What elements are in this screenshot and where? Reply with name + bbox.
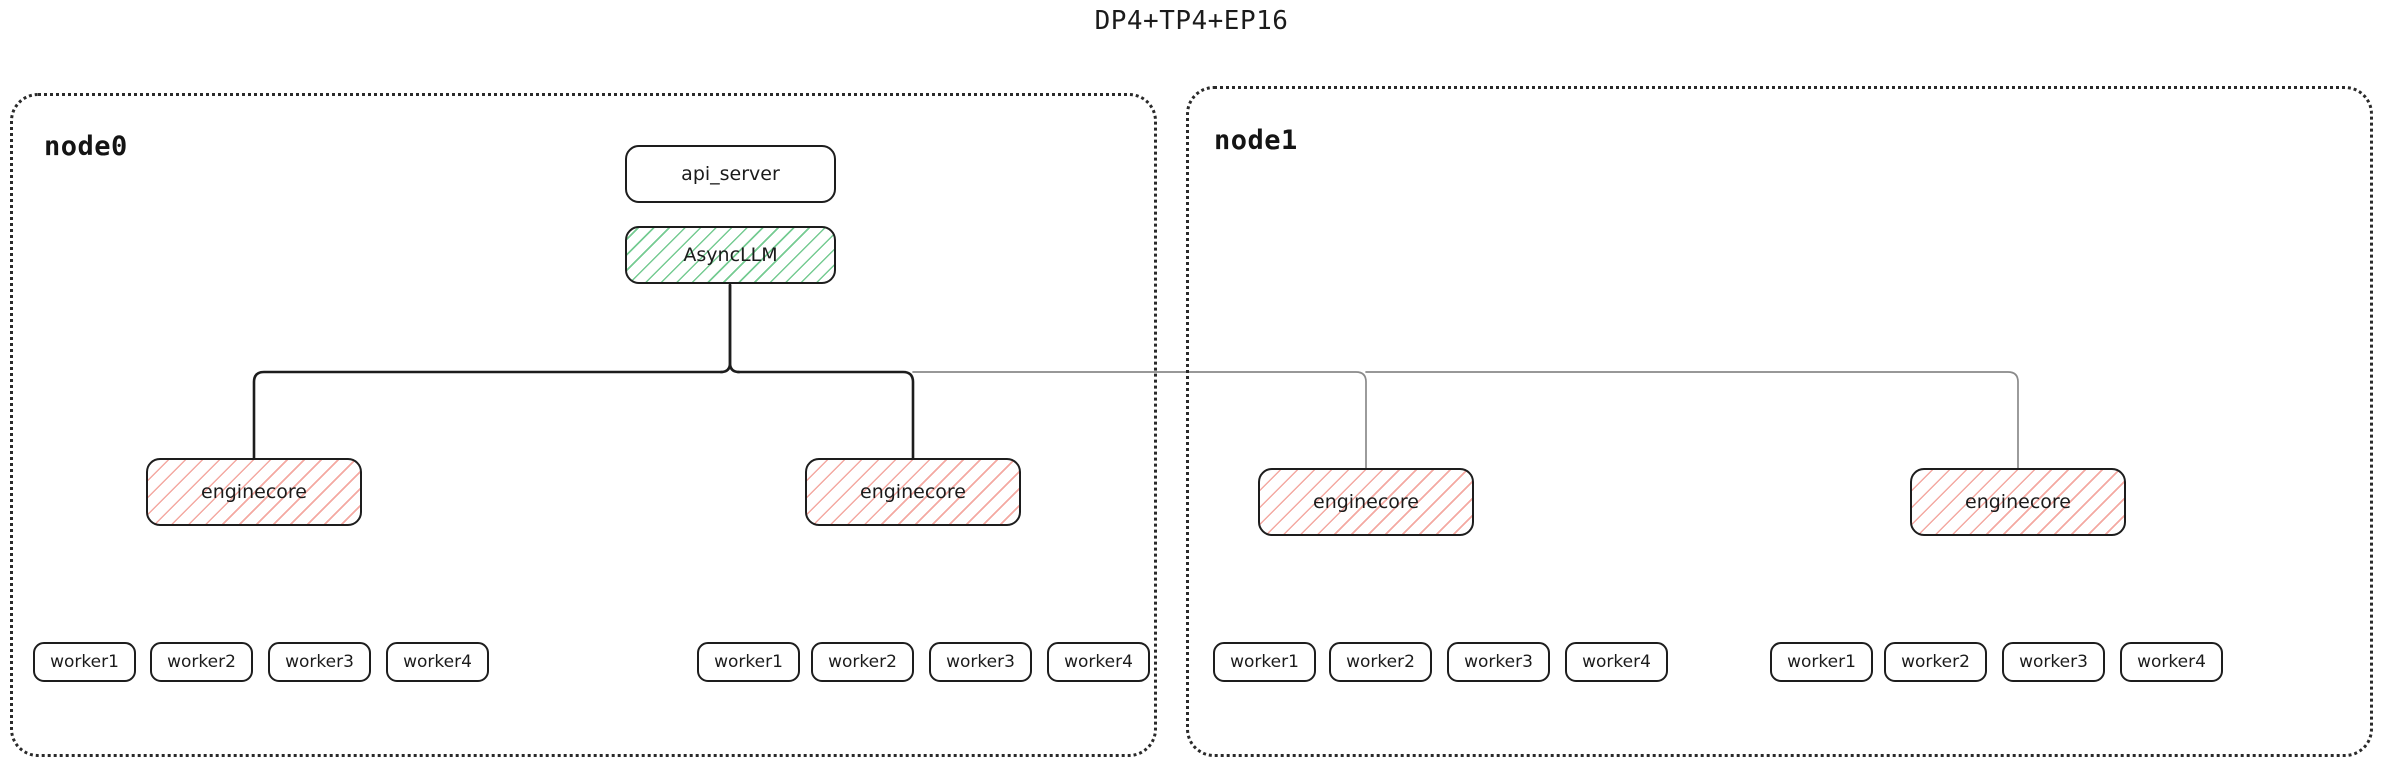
worker-box[interactable]: worker1	[697, 642, 800, 682]
worker-label: worker1	[1787, 652, 1856, 672]
worker-box[interactable]: worker1	[33, 642, 136, 682]
worker-label: worker4	[403, 652, 472, 672]
worker-box[interactable]: worker3	[2002, 642, 2105, 682]
worker-label: worker1	[714, 652, 783, 672]
worker-label: worker3	[2019, 652, 2088, 672]
worker-label: worker2	[1346, 652, 1415, 672]
worker-label: worker4	[1582, 652, 1651, 672]
node-label-node0: node0	[44, 131, 128, 162]
worker-box[interactable]: worker2	[150, 642, 253, 682]
worker-label: worker4	[1064, 652, 1133, 672]
worker-box[interactable]: worker1	[1770, 642, 1873, 682]
worker-box[interactable]: worker2	[811, 642, 914, 682]
worker-label: worker2	[828, 652, 897, 672]
enginecore-label: enginecore	[1965, 491, 2071, 513]
enginecore-box-2[interactable]: enginecore	[1258, 468, 1474, 536]
enginecore-box-3[interactable]: enginecore	[1910, 468, 2126, 536]
worker-box[interactable]: worker3	[929, 642, 1032, 682]
enginecore-box-0[interactable]: enginecore	[146, 458, 362, 526]
page-title: DP4+TP4+EP16	[1094, 6, 1289, 36]
worker-box[interactable]: worker2	[1884, 642, 1987, 682]
enginecore-box-1[interactable]: enginecore	[805, 458, 1021, 526]
worker-box[interactable]: worker4	[1047, 642, 1150, 682]
node-container-node1	[1186, 86, 2373, 757]
worker-box[interactable]: worker2	[1329, 642, 1432, 682]
api-server-label: api_server	[681, 163, 780, 185]
worker-label: worker1	[50, 652, 119, 672]
worker-box[interactable]: worker4	[386, 642, 489, 682]
worker-label: worker2	[1901, 652, 1970, 672]
enginecore-label: enginecore	[860, 481, 966, 503]
worker-box[interactable]: worker4	[1565, 642, 1668, 682]
api-server-box[interactable]: api_server	[625, 145, 836, 203]
enginecore-label: enginecore	[1313, 491, 1419, 513]
worker-label: worker2	[167, 652, 236, 672]
node-container-node0	[10, 93, 1157, 757]
worker-label: worker3	[1464, 652, 1533, 672]
async-llm-label: AsyncLLM	[683, 244, 778, 266]
enginecore-label: enginecore	[201, 481, 307, 503]
worker-box[interactable]: worker1	[1213, 642, 1316, 682]
worker-label: worker3	[946, 652, 1015, 672]
node-label-node1: node1	[1214, 125, 1298, 156]
worker-label: worker3	[285, 652, 354, 672]
async-llm-box[interactable]: AsyncLLM	[625, 226, 836, 284]
worker-label: worker4	[2137, 652, 2206, 672]
worker-box[interactable]: worker4	[2120, 642, 2223, 682]
worker-box[interactable]: worker3	[268, 642, 371, 682]
worker-label: worker1	[1230, 652, 1299, 672]
worker-box[interactable]: worker3	[1447, 642, 1550, 682]
